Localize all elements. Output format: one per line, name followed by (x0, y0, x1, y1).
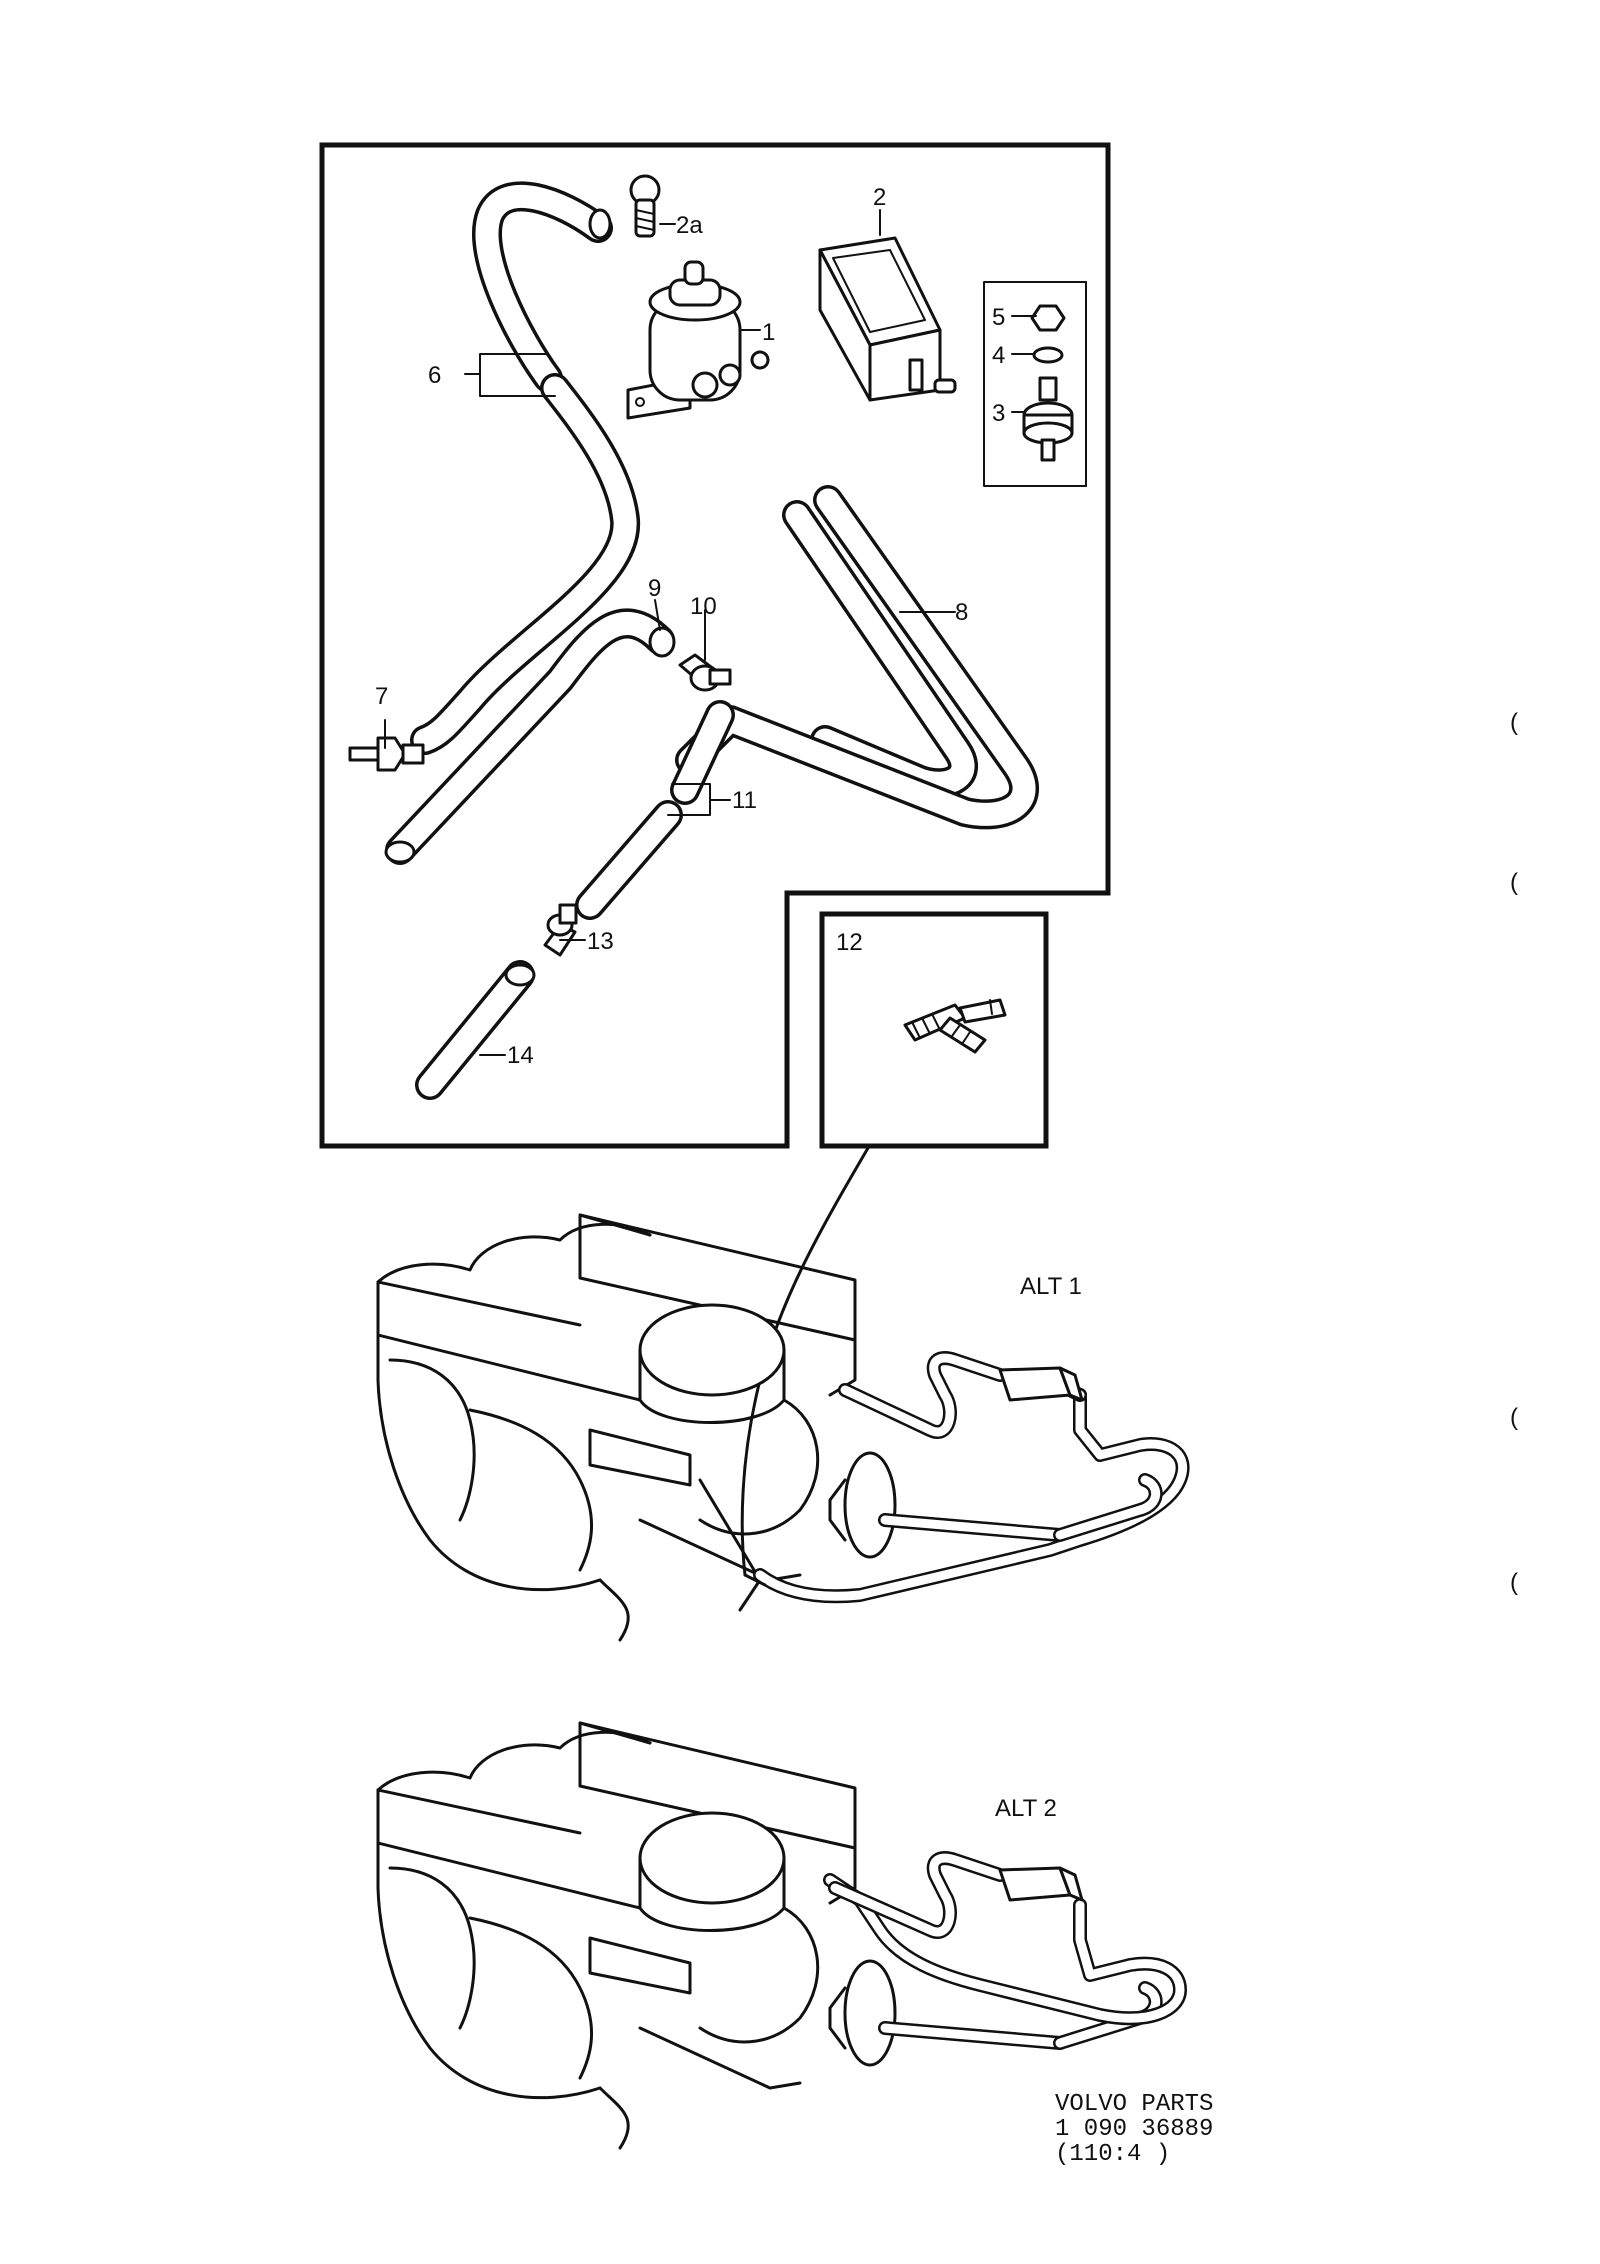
callout-2a: 2a (676, 212, 703, 239)
callout-14: 14 (507, 1042, 534, 1069)
callout-leaders (384, 209, 1037, 1056)
exploded-view-frame (319, 142, 1111, 1149)
callout-12: 12 (836, 929, 863, 956)
margin-mark: ( (1510, 869, 1518, 896)
hose-11 (575, 700, 735, 920)
hose-6 (410, 181, 641, 755)
margin-mark: ( (1510, 709, 1518, 736)
inset-t-piece-12 (819, 911, 1049, 1149)
margin-mark: ( (1510, 1404, 1518, 1431)
parts-reference: VOLVO PARTS 1 090 36889 (110:4 ) (1055, 2091, 1213, 2168)
callout-13: 13 (587, 928, 614, 955)
alt-1-label: ALT 1 (1020, 1273, 1082, 1300)
hose-8 (675, 485, 1039, 830)
engine-view-alt-2 (376, 1721, 1187, 2150)
connector-part-13 (543, 903, 578, 957)
hose-9 (384, 608, 676, 865)
engine-view-alt-1 (376, 1213, 1190, 1642)
margin-marks: ( ( ( ( (1510, 709, 1518, 1596)
callout-3: 3 (992, 400, 1005, 427)
valve-part-1 (626, 260, 770, 420)
housing-part-2 (818, 236, 957, 402)
connector-part-10 (678, 653, 732, 692)
callout-7: 7 (375, 683, 388, 710)
callout-10: 10 (690, 593, 717, 620)
reference-code: (110:4 ) (1055, 2141, 1170, 2168)
margin-mark: ( (1510, 1569, 1518, 1596)
inset-parts-3-5 (983, 281, 1087, 487)
callout-2: 2 (873, 184, 886, 211)
callout-6: 6 (428, 362, 441, 389)
screw-part-2a (629, 174, 661, 238)
callout-4: 4 (992, 342, 1005, 369)
hose-14 (415, 960, 536, 1100)
nipple-part-7 (348, 736, 425, 772)
callout-8: 8 (955, 599, 968, 626)
alt-2-label: ALT 2 (995, 1795, 1057, 1822)
callout-11: 11 (732, 787, 757, 814)
reference-brand: VOLVO PARTS (1055, 2091, 1213, 2118)
callout-9: 9 (648, 575, 661, 602)
callout-labels: 2a 1 2 5 4 3 6 7 8 9 10 11 12 13 14 (375, 184, 1005, 1069)
callout-5: 5 (992, 304, 1005, 331)
reference-number: 1 090 36889 (1055, 2116, 1213, 2143)
callout-1: 1 (762, 319, 775, 346)
